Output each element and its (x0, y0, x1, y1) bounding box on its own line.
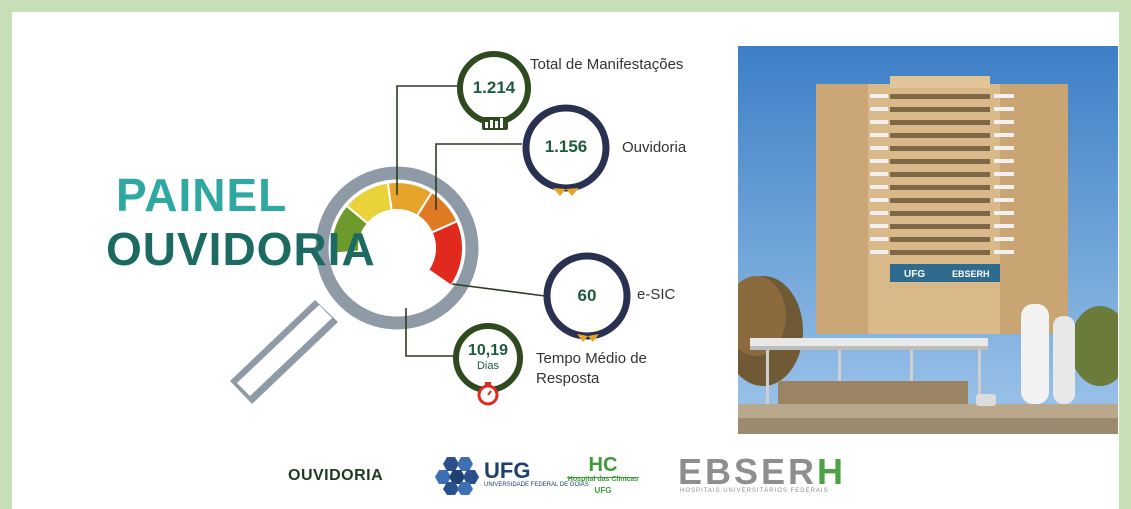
metric-value-esic: 60 (577, 286, 597, 305)
window-side-left (870, 237, 888, 241)
window-side-left (870, 133, 888, 137)
window-side-right (994, 172, 1014, 176)
ebserh-logo-h: H (817, 451, 847, 492)
window-row (890, 224, 990, 229)
metric-value-tempo: 10,19 Dias (438, 342, 538, 372)
window-side-right (994, 250, 1014, 254)
ufg-hexagon-logo-icon (435, 457, 479, 495)
window-row (890, 237, 990, 242)
title-ouvidoria: OUVIDORIA (106, 223, 376, 275)
window-side-right (994, 94, 1014, 98)
gauge-segment (426, 219, 464, 288)
hc-logo-subtext: Hospital das Clínicas (567, 476, 639, 483)
metric-label-tempo-1: Tempo Médio de (536, 350, 647, 367)
metric-label-tempo-2: Resposta (536, 370, 600, 387)
window-side-right (994, 224, 1014, 228)
metric-value-tempo-number: 10,19 (467, 342, 509, 359)
window-side-right (994, 185, 1014, 189)
frame-right-border (1119, 0, 1131, 509)
window-side-left (870, 94, 888, 98)
award-ribbon-icon (577, 334, 599, 342)
metric-value-total: 1.214 (472, 78, 516, 97)
window-side-right (994, 211, 1014, 215)
window-side-left (870, 211, 888, 215)
building-windows (870, 94, 1014, 255)
window-side-left (870, 198, 888, 202)
window-side-left (870, 107, 888, 111)
gauge-arc (330, 181, 464, 288)
window-row (890, 107, 990, 112)
window-row (890, 172, 990, 177)
window-row (890, 159, 990, 164)
window-row (890, 146, 990, 151)
svg-text:UFG: UFG (904, 269, 925, 280)
hc-logo-divider (567, 477, 639, 478)
ouvidoria-diagram (230, 51, 631, 406)
metric-label-esic: e-SIC (637, 286, 676, 303)
window-side-right (994, 198, 1014, 202)
metric-circle-ouvidoria (522, 104, 610, 192)
window-side-right (994, 146, 1014, 150)
window-row (890, 198, 990, 203)
window-side-right (994, 133, 1014, 137)
window-side-left (870, 146, 888, 150)
window-side-left (870, 172, 888, 176)
window-side-left (870, 185, 888, 189)
window-side-left (870, 250, 888, 254)
window-row (890, 211, 990, 216)
window-side-right (994, 237, 1014, 241)
connector-lines (396, 85, 546, 357)
hc-logo-subtext-ufg: UFG (594, 486, 612, 495)
award-ribbon-icon (553, 188, 579, 196)
metric-label-ouvidoria: Ouvidoria (622, 139, 687, 156)
window-row (890, 185, 990, 190)
ufg-logo-text: UFG (484, 458, 531, 483)
bar-chart-icon (482, 117, 508, 130)
svg-text:EBSERH: EBSERH (952, 269, 990, 279)
frame-left-border (0, 0, 12, 509)
ebserh-logo-text: EBSERH (678, 451, 846, 493)
window-side-right (994, 159, 1014, 163)
window-side-right (994, 120, 1014, 124)
stopwatch-icon (477, 382, 499, 406)
hc-logo-text: HC (588, 454, 618, 476)
metric-label-total: Total de Manifestações (530, 56, 684, 73)
frame-top-border (0, 0, 1131, 12)
window-row (890, 133, 990, 138)
window-side-left (870, 224, 888, 228)
window-row (890, 120, 990, 125)
hospital-building-photo: UFG EBSERH (738, 46, 1118, 434)
metric-value-ouvidoria: 1.156 (544, 137, 588, 156)
window-side-left (870, 120, 888, 124)
window-row (890, 94, 990, 99)
footer-ouvidoria: OUVIDORIA (288, 467, 384, 484)
window-side-left (870, 159, 888, 163)
ebserh-logo-subtext: HOSPITAIS UNIVERSITÁRIOS FEDERAIS (680, 488, 829, 494)
metric-value-tempo-unit: Dias (476, 360, 499, 372)
window-side-right (994, 107, 1014, 111)
magnifier-handle (230, 300, 338, 404)
ebserh-logo-main: EBSER (678, 451, 818, 492)
title-painel: PAINEL (116, 169, 288, 221)
window-row (890, 250, 990, 255)
ufg-logo-subtext: UNIVERSIDADE FEDERAL DE GOIÁS (484, 482, 589, 488)
